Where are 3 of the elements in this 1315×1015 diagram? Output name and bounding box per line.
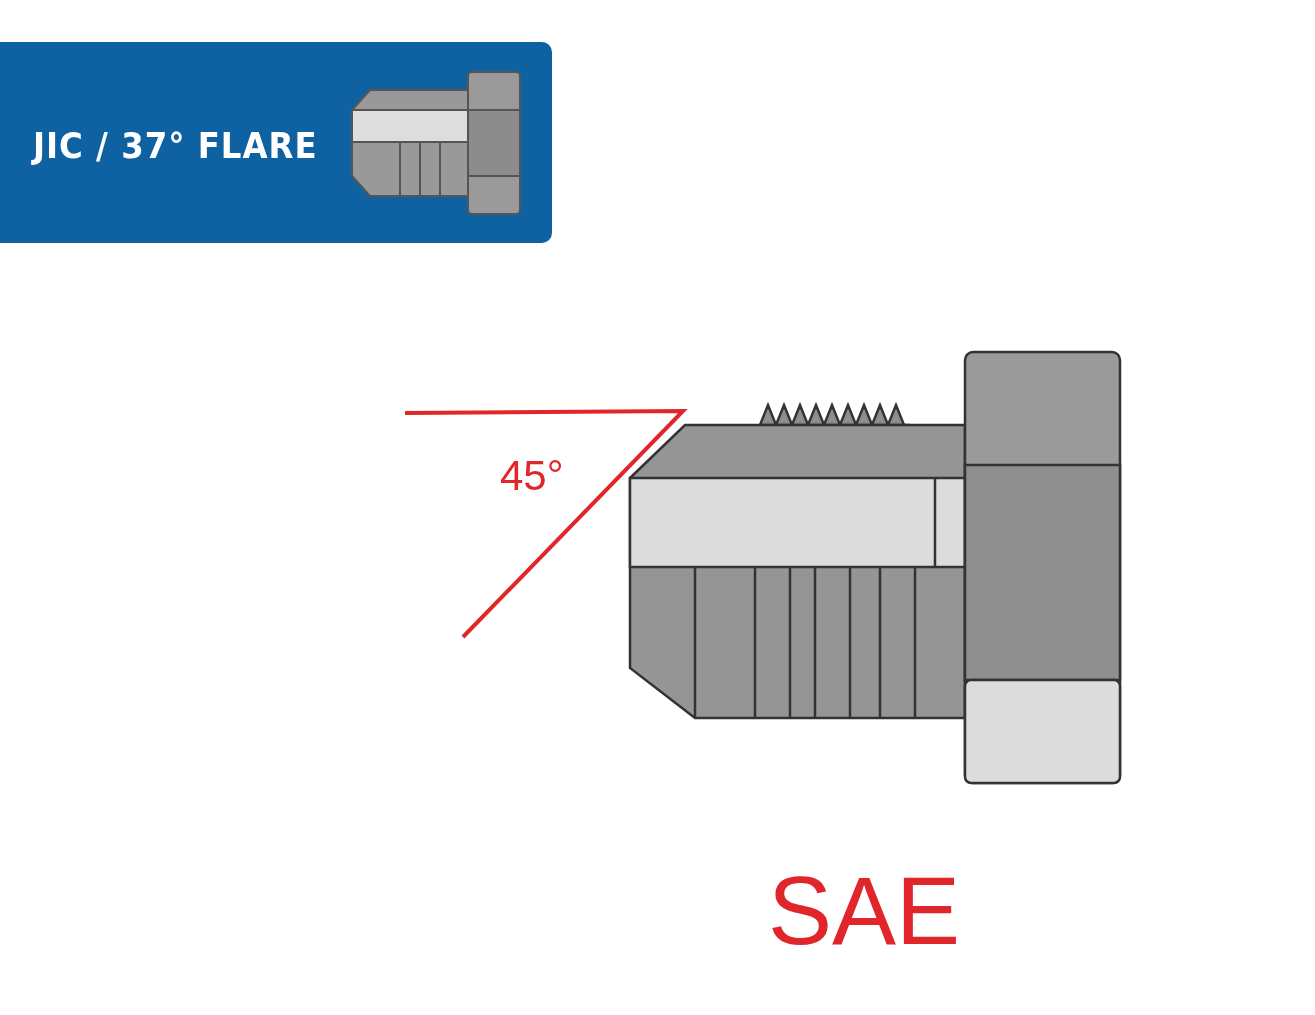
standard-label: SAE	[768, 858, 961, 964]
angle-label: 45°	[500, 452, 564, 500]
title: JIC / 37° FLARE	[33, 124, 318, 168]
